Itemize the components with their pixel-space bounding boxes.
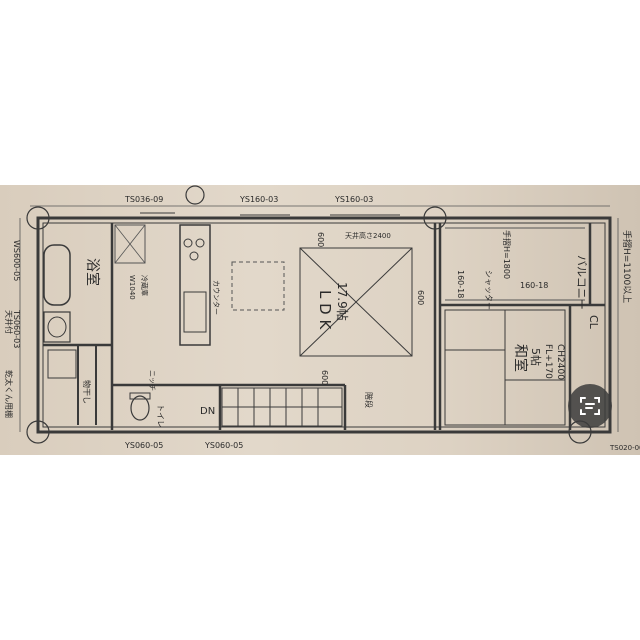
dn-label: DN	[200, 406, 215, 417]
toilet	[130, 395, 150, 421]
n600-b: 600	[416, 290, 425, 305]
ys160-b: YS160-03	[334, 195, 373, 204]
staircase	[221, 387, 343, 427]
n600-c: 600	[320, 370, 329, 385]
fridge-label: 冷蔵庫	[140, 275, 149, 296]
toilet-label: トイレ	[156, 404, 165, 428]
ts060-label: TS060-03	[12, 309, 21, 348]
ys060-bot: YS060-05	[204, 441, 243, 450]
interior-walls	[43, 223, 605, 430]
top-note: 天井高さ2400	[345, 231, 391, 240]
tatami-mats	[444, 309, 566, 426]
dimension-lines	[19, 205, 619, 432]
mono-label: 物干し	[82, 380, 92, 404]
balcony-label: バルコニー	[575, 255, 588, 310]
dining-table	[231, 261, 285, 311]
windows	[140, 212, 400, 216]
washitsu-label: 和室	[512, 344, 529, 372]
ws600-label: WS600-05	[12, 240, 21, 281]
kitchen-sink	[183, 291, 207, 333]
cl-label: CL	[587, 315, 600, 330]
fridge	[114, 224, 146, 264]
handrail-top: 手摺H=1100以上	[621, 230, 633, 303]
ldk-label: L D K	[316, 290, 334, 330]
kitchen-w: W1040	[128, 275, 136, 300]
ys160-a: YS160-03	[239, 195, 278, 204]
void-area	[299, 247, 413, 357]
bathtub	[43, 244, 71, 306]
washing-machine	[47, 349, 77, 379]
shutter-label: シャッター	[484, 270, 493, 310]
kitchen-label: カウンター	[212, 280, 221, 315]
sink-bowl	[47, 316, 67, 338]
n600-a: 600	[316, 232, 325, 247]
outer-walls	[36, 216, 612, 434]
ts036-bot: YS060-05	[124, 441, 163, 450]
kansou-label: 乾太くん用棚	[4, 370, 14, 418]
bottom-right-label: TS020-00	[609, 444, 640, 452]
washitsu-size: 5帖	[529, 348, 542, 366]
sink-note: ニッチ	[148, 370, 156, 391]
washbasin	[43, 311, 71, 343]
washitsu-fl: FL+170	[543, 344, 553, 379]
ldk-size: 17.9帖	[335, 282, 350, 321]
floor-plan-photo	[0, 185, 640, 455]
kitchen-counter	[179, 224, 211, 346]
dim-160-top: 160-18	[456, 270, 465, 298]
handrail-mid: 手摺H=1800	[502, 230, 512, 279]
grid-markers	[26, 185, 592, 444]
bath-label: 浴室	[84, 258, 101, 286]
ts036-top: TS036-09	[124, 195, 163, 204]
stair-label: 階段	[364, 392, 374, 408]
scan-text-icon	[580, 397, 600, 415]
dim-160-bot: 160-18	[520, 281, 548, 290]
washitsu-ch: CH2400	[555, 344, 565, 380]
tenjo-label: 天井付	[4, 310, 14, 334]
scan-text-button[interactable]	[568, 384, 612, 428]
